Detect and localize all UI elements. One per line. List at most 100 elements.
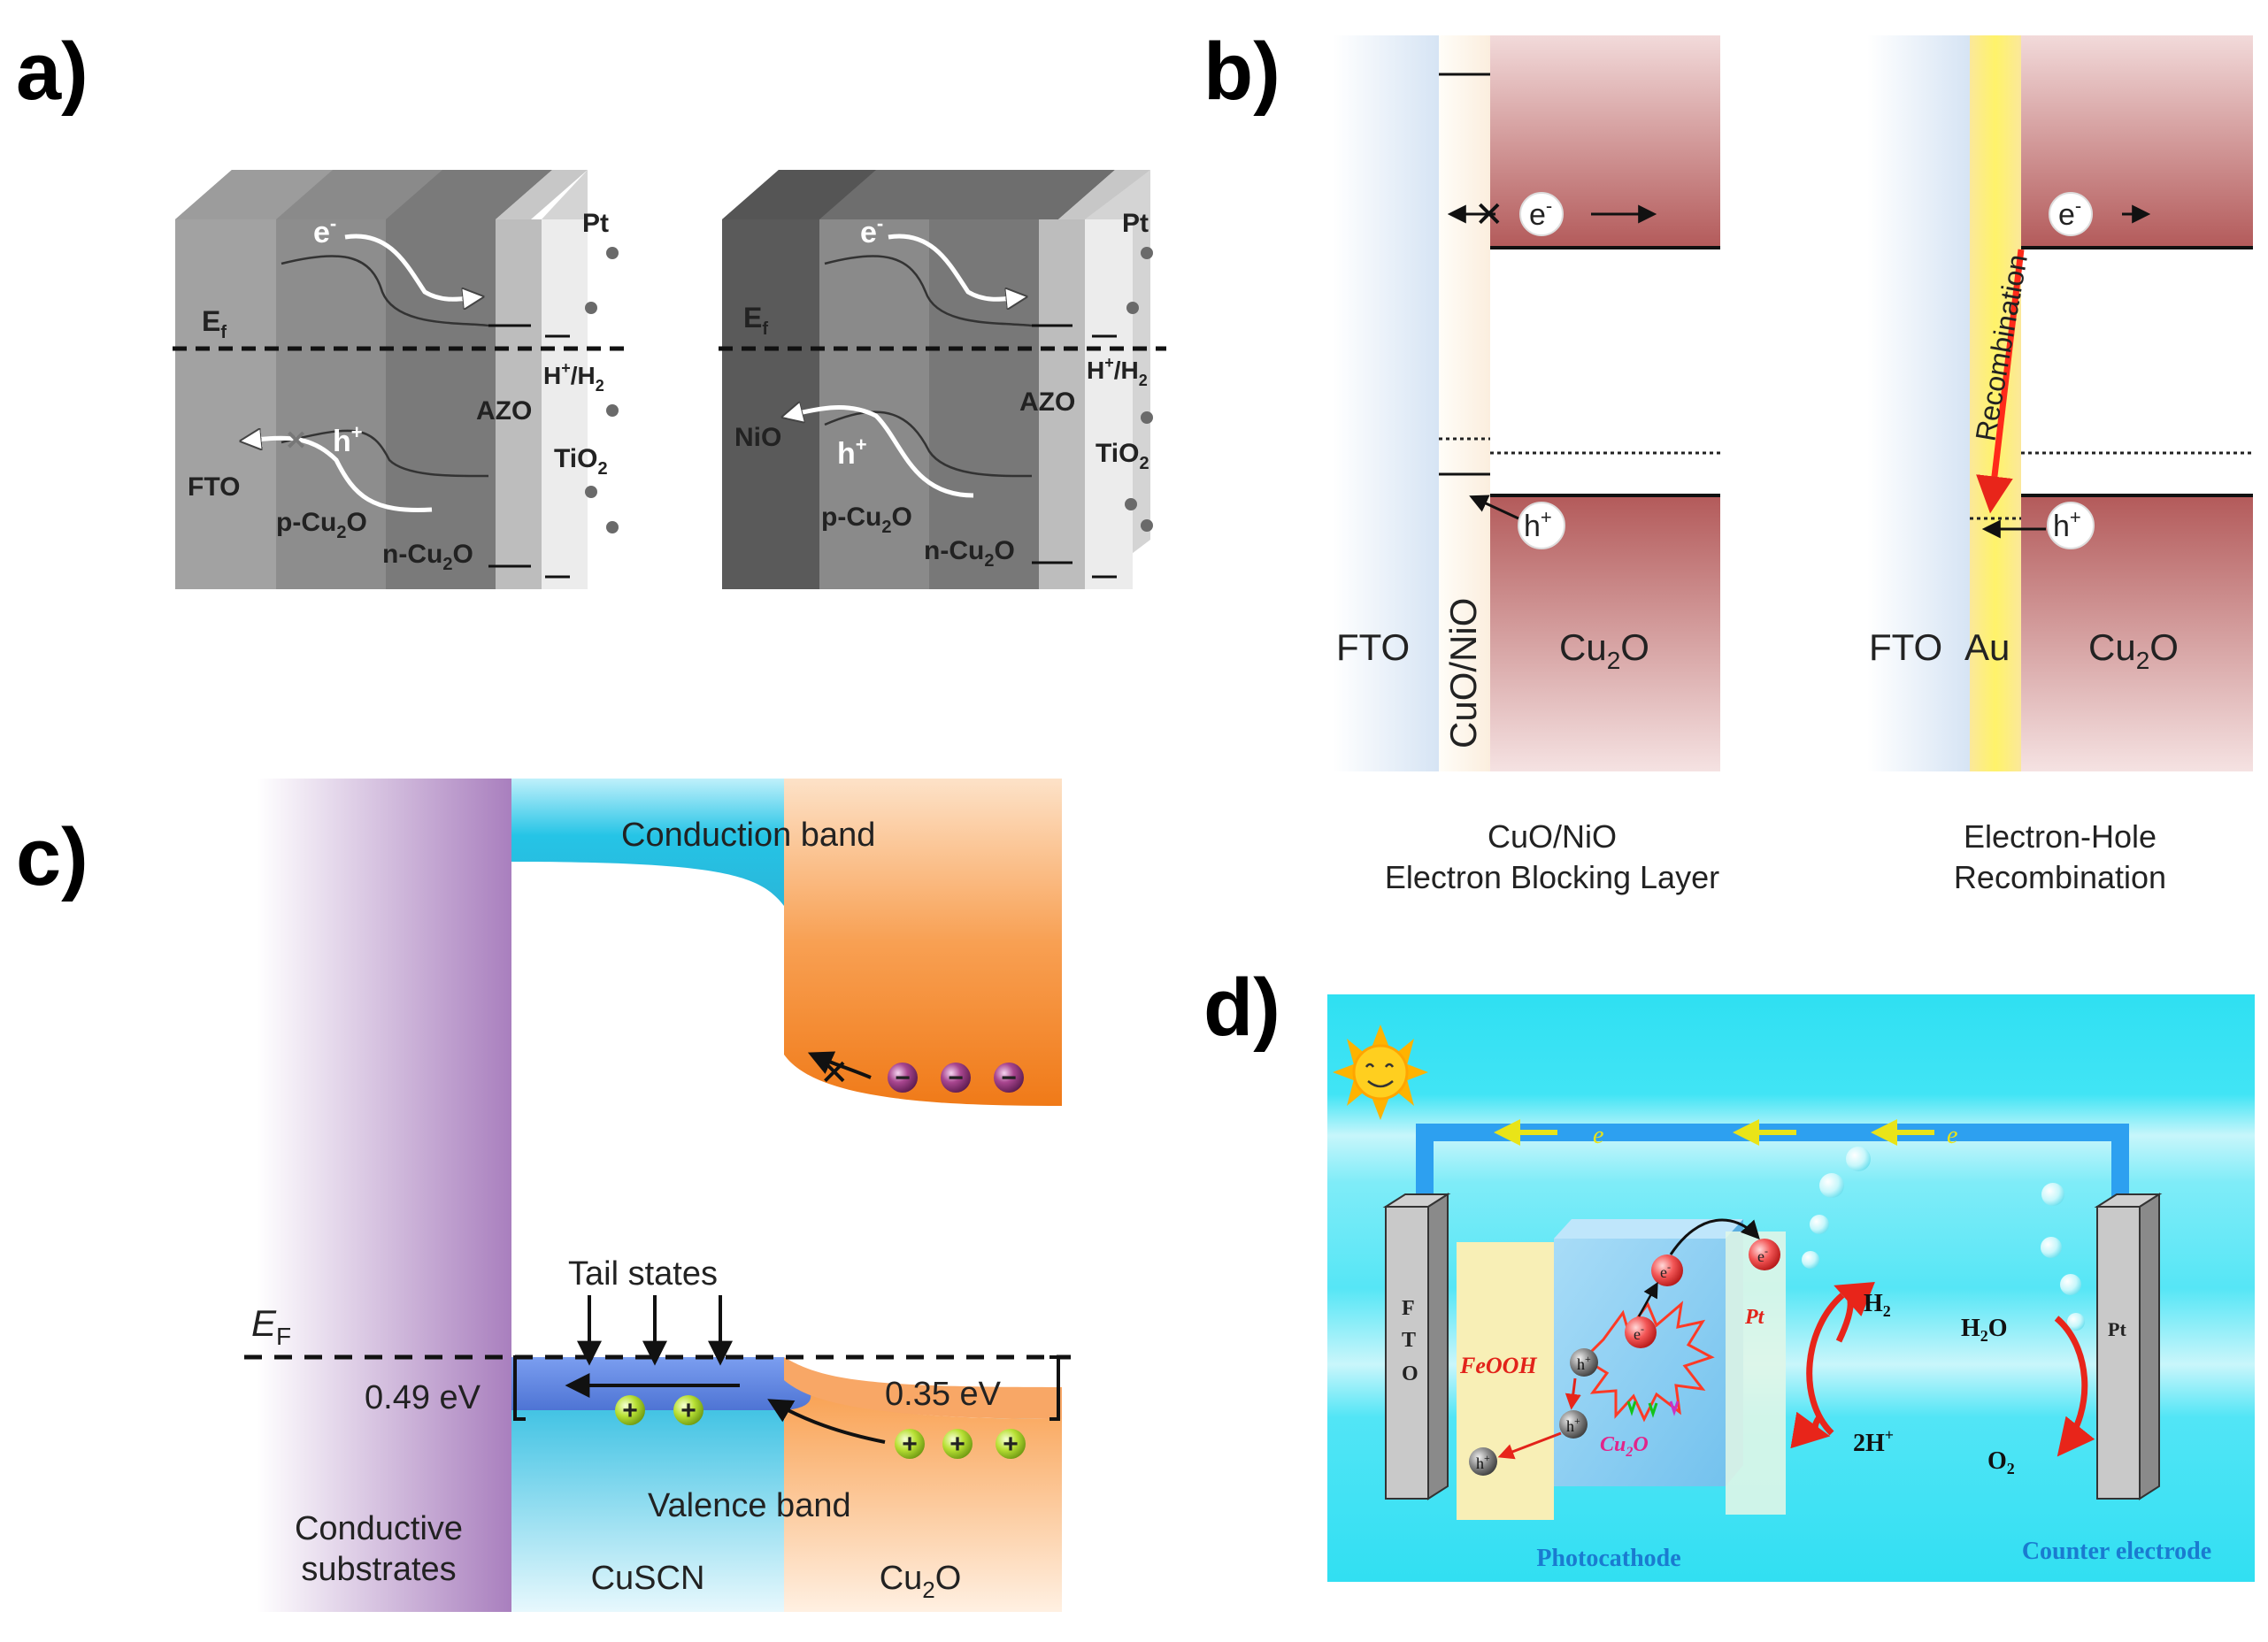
caption-line-1: CuO/NiO [1488, 818, 1617, 855]
nio-layer [722, 219, 819, 589]
p-cu2o-layer [276, 219, 386, 589]
azo-label: AZO [476, 396, 532, 426]
plus-sign: + [680, 1396, 696, 1425]
pt-label: Pt [1122, 209, 1149, 238]
hole-ball [1469, 1447, 1497, 1476]
electron-label: e- [860, 212, 883, 249]
azo-layer [1039, 219, 1085, 589]
fermi-label: Ef [743, 302, 768, 339]
pt-film-label: Pt [1744, 1306, 1765, 1329]
gas-bubbles [1802, 1147, 2085, 1331]
h-h2-label: H+/H2 [1087, 354, 1148, 389]
wire-electron-label: e [1947, 1122, 1957, 1149]
tail-states-label: Tail states [568, 1255, 718, 1293]
valence-band-label: Valence band [648, 1487, 851, 1524]
fto-electrode [1385, 1206, 1429, 1500]
o2-label: O2 [1987, 1447, 2015, 1477]
cuscn-conduction-band [511, 779, 784, 906]
cu2o-cube-top [1554, 1219, 1743, 1239]
hole-label: h+ [333, 421, 363, 458]
electron-ball [888, 1063, 918, 1093]
electron-ball [1625, 1316, 1657, 1348]
au-label: Au [1964, 626, 2010, 668]
minus-sign: − [895, 1063, 911, 1093]
cuscn-label: CuSCN [591, 1560, 705, 1597]
azo-layer [496, 219, 542, 589]
fermi-label: EF [251, 1302, 291, 1350]
panel-d-label: d) [1203, 963, 1280, 1053]
h-h2-label: H+/H2 [543, 359, 604, 395]
panel-d: d) e e [1203, 963, 2255, 1582]
fermi-label: Ef [202, 305, 227, 342]
light-absorption-burst-icon [1581, 1301, 1715, 1423]
panel-b-label: b) [1203, 27, 1280, 117]
fto-label: FTO [188, 472, 240, 502]
cuo-nio-layer [1439, 35, 1490, 771]
caption-line-2: Recombination [1954, 859, 2166, 895]
cu2o-valence-band [784, 1370, 1062, 1612]
hole-ball [673, 1395, 703, 1425]
azo-label: AZO [1019, 387, 1075, 417]
photocathode-label: Photocathode [1536, 1545, 1680, 1572]
fto-letter: O [1402, 1362, 1418, 1385]
n-cu2o-layer [386, 219, 496, 589]
blocked-cross-icon: ✕ [819, 1054, 850, 1093]
electron-label: e- [2058, 195, 2081, 232]
fto-layer [175, 219, 276, 589]
substrate-label-1: Conductive [295, 1510, 463, 1547]
electron-ball [994, 1063, 1024, 1093]
pt-counter-label: Pt [2108, 1318, 2126, 1340]
substrate-label-2: substrates [301, 1551, 456, 1588]
hole-label: h+ [1566, 1415, 1580, 1435]
n-cu2o-label: n-Cu2O [382, 540, 473, 574]
hole-label: h+ [1476, 1452, 1490, 1472]
fto-layer [1867, 35, 1970, 771]
hole-label: h+ [837, 434, 867, 471]
pt-film [1726, 1232, 1786, 1515]
cu2o-conduction-band [784, 779, 1062, 1106]
pt-label: Pt [582, 209, 609, 238]
feooh-label: FeOOH [1459, 1353, 1537, 1378]
panel-a-right-device: e- Ef h+ NiO p-Cu2O n-Cu2O AZO Pt H+/H2 … [719, 170, 1166, 589]
electron-circle [1519, 192, 1564, 236]
hole-ball [615, 1395, 645, 1425]
panel-a-label: a) [16, 27, 88, 117]
p-cu2o-label: p-Cu2O [821, 503, 912, 537]
electron-label: e- [313, 212, 336, 249]
valence-band-curve [281, 429, 489, 478]
caption-line-2: Electron Blocking Layer [1385, 859, 1719, 895]
tio2-pt-layer [1085, 219, 1133, 589]
h2o-label: H2O [1961, 1315, 2008, 1345]
fto-letter: T [1402, 1329, 1416, 1352]
cu2o-label: Cu2O [1559, 626, 1649, 674]
n-cu2o-label: n-Cu2O [924, 536, 1015, 571]
hole-label: h+ [2053, 506, 2081, 543]
hole-ball [895, 1429, 925, 1459]
fto-label: FTO [1869, 626, 1942, 668]
cu2o-label: Cu2O [1600, 1433, 1649, 1460]
caption-line-1: Electron-Hole [1964, 818, 2157, 855]
hole-ball [1559, 1410, 1588, 1439]
cu2o-offset-label: 0.35 eV [885, 1376, 1002, 1413]
hole-ball [996, 1429, 1026, 1459]
sun-icon [1333, 1024, 1428, 1120]
minus-sign: − [1001, 1063, 1017, 1093]
panel-c: c) ✕ − − − + + + + + Conduction ban [16, 779, 1071, 1612]
tio2-label: TiO2 [1096, 439, 1149, 473]
hole-label: h+ [1524, 506, 1552, 543]
electron-label: e- [1757, 1245, 1768, 1265]
nio-label: NiO [734, 423, 781, 452]
conduction-band-curve [281, 255, 489, 327]
panel-b-right-diagram: Recombination e- h+ FTO Au Cu2O Electron… [1867, 35, 2253, 895]
plus-sign: + [622, 1396, 638, 1425]
hole-path-arrow [788, 408, 974, 498]
cuo-nio-label: CuO/NiO [1442, 598, 1484, 748]
hole-path-arrow [246, 438, 433, 513]
tio2-label: TiO2 [554, 444, 608, 479]
pt-counter-electrode [2096, 1206, 2141, 1500]
fto-letter: F [1402, 1297, 1415, 1320]
p-cu2o-layer [819, 219, 929, 589]
n-cu2o-layer [929, 219, 1039, 589]
wire-electron-label: e [1593, 1122, 1603, 1149]
